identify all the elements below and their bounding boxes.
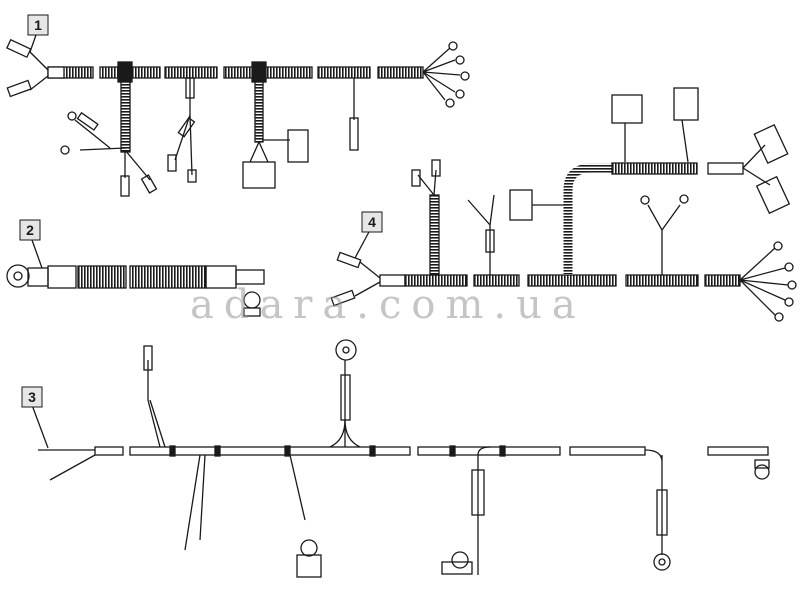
svg-text:3: 3 <box>28 389 36 405</box>
svg-text:1: 1 <box>34 17 42 33</box>
callout-2: 2 <box>19 219 41 241</box>
watermark: adara.com.ua <box>190 282 586 328</box>
wiring-harness-4 <box>330 87 797 322</box>
svg-text:4: 4 <box>368 214 376 230</box>
wiring-harness-1 <box>6 38 470 197</box>
svg-text:2: 2 <box>26 222 34 238</box>
callout-4: 4 <box>361 211 383 233</box>
callout-3: 3 <box>21 386 43 408</box>
wiring-harness-3 <box>38 339 770 578</box>
callout-1: 1 <box>27 14 49 36</box>
battery-cable-2 <box>6 264 265 317</box>
